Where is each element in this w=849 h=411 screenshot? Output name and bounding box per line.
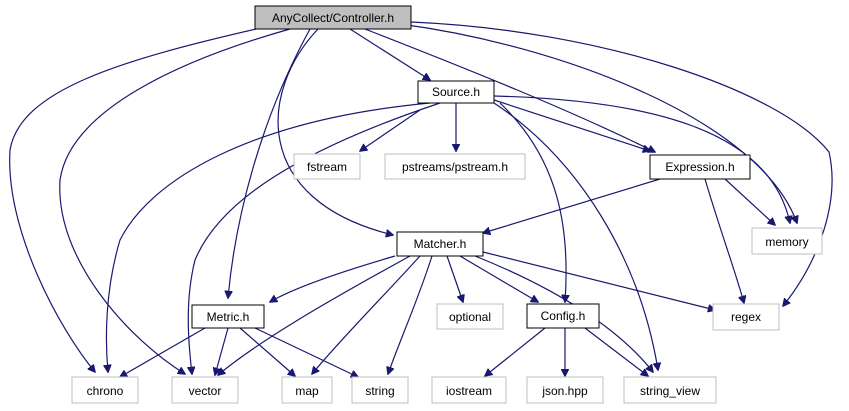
node-vector: vector [171, 376, 239, 404]
edge-expression-matcher [483, 178, 661, 233]
node-chrono: chrono [71, 376, 139, 404]
nodes: AnyCollect/Controller.h Source.h fstream… [71, 5, 823, 404]
node-label: AnyCollect/Controller.h [272, 11, 394, 25]
edge-matcher-optional [446, 255, 463, 302]
node-label: vector [189, 384, 222, 398]
node-memory: memory [751, 227, 823, 255]
edge-controller-vector [59, 28, 291, 374]
node-fstream: fstream [293, 153, 361, 180]
node-label: memory [765, 235, 808, 249]
node-label: Expression.h [665, 160, 734, 174]
edge-source-config [499, 102, 566, 302]
node-optional: optional [436, 303, 504, 330]
edge-matcher-map [312, 255, 421, 374]
edge-matcher-metric [270, 255, 396, 302]
node-label: string_view [640, 384, 700, 398]
node-label: pstreams/pstream.h [402, 160, 508, 174]
node-label: json.hpp [541, 384, 588, 398]
node-label: Config.h [541, 309, 586, 323]
edge-expression-regex [704, 178, 744, 303]
edge-matcher-vector [218, 255, 411, 375]
node-jsonhpp: json.hpp [526, 376, 604, 404]
node-iostream: iostream [431, 376, 507, 404]
node-pstream: pstreams/pstream.h [384, 153, 526, 180]
edge-source-expression [493, 99, 650, 151]
node-regex: regex [712, 303, 780, 331]
node-string: string [351, 376, 409, 404]
node-string_view: string_view [623, 376, 717, 404]
edge-matcher-config [459, 255, 538, 302]
node-label: fstream [307, 160, 347, 174]
edge-metric-chrono [120, 327, 206, 377]
edge-config-string_view [584, 327, 648, 376]
node-label: string [365, 384, 394, 398]
edge-controller-expression [364, 28, 655, 152]
node-expression[interactable]: Expression.h [649, 154, 751, 180]
edges [9, 21, 833, 377]
node-label: iostream [446, 384, 492, 398]
edge-controller-metric [228, 28, 311, 298]
edge-metric-string [254, 327, 358, 377]
edge-expression-memory [724, 178, 775, 225]
edge-controller-memory [399, 23, 797, 223]
node-metric[interactable]: Metric.h [191, 304, 265, 329]
edge-source-memory [493, 95, 790, 223]
node-controller[interactable]: AnyCollect/Controller.h [254, 5, 412, 30]
edge-matcher-string [388, 255, 433, 374]
node-map: map [281, 376, 333, 404]
node-label: Matcher.h [414, 237, 467, 251]
edge-source-string_view [493, 102, 658, 370]
edge-controller-source [349, 28, 430, 80]
node-label: map [295, 384, 319, 398]
node-label: optional [449, 310, 491, 324]
node-source[interactable]: Source.h [417, 80, 495, 104]
edge-source-fstream [360, 109, 421, 151]
edge-metric-vector [215, 327, 229, 375]
node-config[interactable]: Config.h [526, 303, 600, 329]
edge-source-chrono [106, 102, 431, 372]
edge-config-iostream [485, 327, 546, 376]
node-label: chrono [87, 384, 124, 398]
node-matcher[interactable]: Matcher.h [396, 231, 484, 257]
edge-metric-map [239, 327, 295, 376]
edge-controller-matcher [277, 28, 393, 235]
node-label: regex [731, 310, 761, 324]
node-label: Metric.h [207, 310, 250, 324]
edge-matcher-regex [482, 251, 715, 310]
edge-source-vector [188, 102, 441, 374]
node-label: Source.h [432, 85, 480, 99]
edge-controller-chrono [9, 26, 266, 372]
